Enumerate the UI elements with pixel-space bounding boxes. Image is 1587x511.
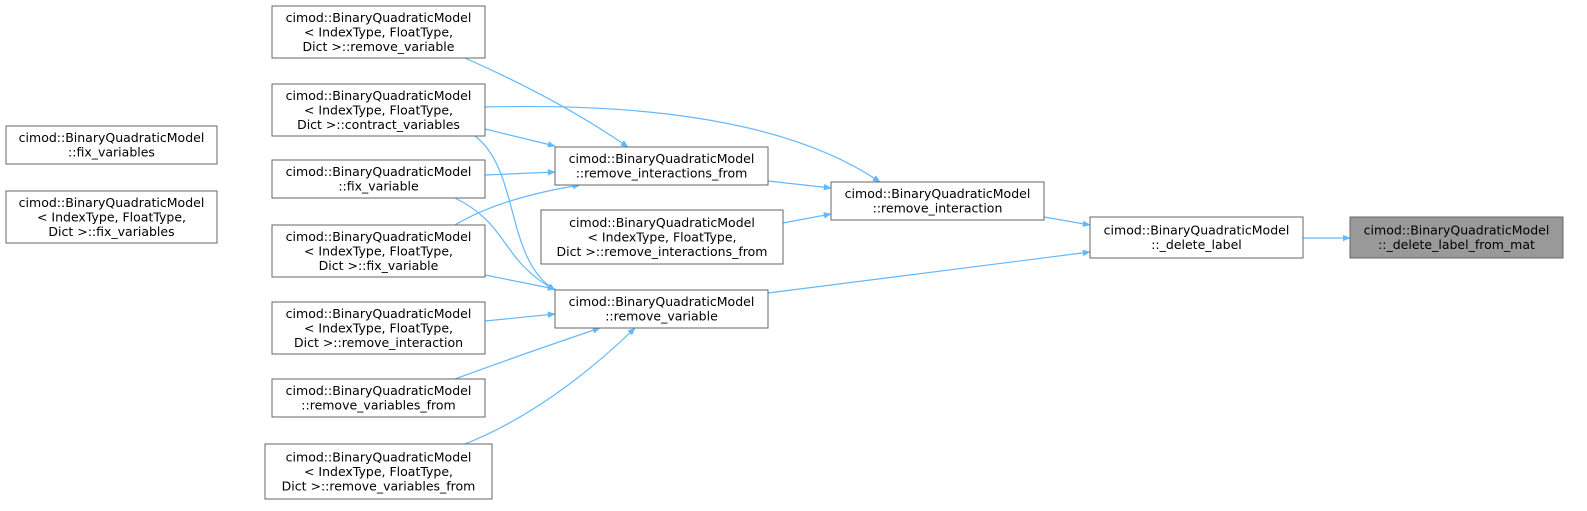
node-label-line: cimod::BinaryQuadraticModel: [19, 195, 205, 210]
node-label-line: cimod::BinaryQuadraticModel: [19, 130, 205, 145]
node-label-line: ::fix_variables: [68, 145, 155, 160]
node-label-line: cimod::BinaryQuadraticModel: [845, 186, 1031, 201]
graph-node[interactable]: cimod::BinaryQuadraticModel::remove_inte…: [830, 181, 1045, 221]
node-label-line: cimod::BinaryQuadraticModel: [286, 306, 472, 321]
graph-node[interactable]: cimod::BinaryQuadraticModel< IndexType, …: [5, 190, 218, 244]
node-box[interactable]: [271, 378, 486, 418]
node-label-line: cimod::BinaryQuadraticModel: [569, 151, 755, 166]
node-box[interactable]: [554, 146, 769, 186]
graph-node[interactable]: cimod::BinaryQuadraticModel::remove_vari…: [554, 289, 769, 329]
node-label-line: Dict >::remove_variables_from: [282, 478, 476, 493]
node-label-line: ::remove_variable: [605, 309, 718, 324]
graph-node[interactable]: cimod::BinaryQuadraticModel< IndexType, …: [271, 301, 486, 355]
graph-node[interactable]: cimod::BinaryQuadraticModel< IndexType, …: [271, 83, 486, 137]
edge-n_rvf-to-n_rv: [454, 327, 601, 380]
node-label-line: cimod::BinaryQuadraticModel: [286, 88, 472, 103]
edge-n_fv-to-n_rif: [484, 169, 556, 176]
node-label-line: < IndexType, FloatType,: [304, 24, 453, 39]
node-label-line: Dict >::contract_variables: [297, 117, 460, 132]
node-label-line: cimod::BinaryQuadraticModel: [286, 229, 472, 244]
node-label-line: ::remove_interaction: [873, 201, 1003, 216]
graph-node[interactable]: cimod::BinaryQuadraticModel::remove_inte…: [554, 146, 769, 186]
node-box[interactable]: [540, 209, 784, 265]
edge-n_ri_tpl-to-n_rv: [484, 311, 556, 322]
node-label-line: cimod::BinaryQuadraticModel: [1364, 223, 1550, 238]
node-box[interactable]: [264, 443, 493, 500]
node-box[interactable]: [1089, 216, 1304, 259]
node-label-line: < IndexType, FloatType,: [304, 464, 453, 479]
node-label-line: ::_delete_label_from_mat: [1378, 237, 1535, 252]
graph-node[interactable]: cimod::BinaryQuadraticModel::fix_variabl…: [271, 159, 486, 199]
edge-n_rif-to-n_ri: [767, 180, 832, 191]
edge-n_rvf_tpl-to-n_rv: [464, 327, 636, 445]
graph-node[interactable]: cimod::BinaryQuadraticModel< IndexType, …: [271, 5, 486, 59]
graph-node[interactable]: cimod::BinaryQuadraticModel< IndexType, …: [271, 224, 486, 278]
node-label-line: < IndexType, FloatType,: [304, 102, 453, 117]
node-label-line: Dict >::remove_interaction: [294, 335, 463, 350]
edges-layer: [454, 57, 1351, 445]
edge-n_cv_tpl-to-n_rif: [484, 128, 556, 148]
node-label-line: cimod::BinaryQuadraticModel: [286, 449, 472, 464]
nodes-layer: cimod::BinaryQuadraticModel< IndexType, …: [5, 5, 1564, 500]
edge-n_rv-to-n_dl: [767, 249, 1091, 294]
node-label-line: < IndexType, FloatType,: [304, 243, 453, 258]
node-label-line: Dict >::remove_interactions_from: [557, 244, 768, 259]
node-label-line: ::fix_variable: [338, 179, 419, 194]
node-label-line: cimod::BinaryQuadraticModel: [569, 294, 755, 309]
node-label-line: ::_delete_label: [1151, 237, 1242, 252]
graph-node[interactable]: cimod::BinaryQuadraticModel< IndexType, …: [540, 209, 784, 265]
edge-n_fv_tpl-to-n_rif: [454, 182, 581, 226]
graph-node-focus: cimod::BinaryQuadraticModel::_delete_lab…: [1349, 216, 1564, 259]
node-box[interactable]: [554, 289, 769, 329]
node-label-line: cimod::BinaryQuadraticModel: [286, 10, 472, 25]
node-box[interactable]: [5, 190, 218, 244]
node-label-line: Dict >::remove_variable: [303, 39, 455, 54]
node-box[interactable]: [271, 83, 486, 137]
node-label-line: < IndexType, FloatType,: [304, 320, 453, 335]
graph-node[interactable]: cimod::BinaryQuadraticModel< IndexType, …: [264, 443, 493, 500]
node-box[interactable]: [271, 301, 486, 355]
node-label-line: Dict >::fix_variable: [319, 258, 439, 273]
graph-node[interactable]: cimod::BinaryQuadraticModel::remove_vari…: [271, 378, 486, 418]
edge-n_fv_tpl-to-n_rv: [484, 274, 556, 291]
graph-node[interactable]: cimod::BinaryQuadraticModel::_delete_lab…: [1089, 216, 1304, 259]
node-label-line: cimod::BinaryQuadraticModel: [286, 164, 472, 179]
node-box[interactable]: [271, 224, 486, 278]
node-label-line: Dict >::fix_variables: [48, 224, 174, 239]
edge-n_cv_tpl-to-n_ri: [484, 105, 881, 183]
edge-n_ri-to-n_dl: [1043, 216, 1091, 227]
edge-n_fv-to-n_rv: [454, 197, 556, 291]
node-label-line: < IndexType, FloatType,: [587, 229, 736, 244]
node-label-line: ::remove_variables_from: [301, 398, 455, 413]
node-label-line: cimod::BinaryQuadraticModel: [569, 215, 755, 230]
node-box: [1349, 216, 1564, 259]
node-box[interactable]: [5, 125, 218, 165]
graph-node[interactable]: cimod::BinaryQuadraticModel::fix_variabl…: [5, 125, 218, 165]
edge-n_cv_tpl-to-n_rv: [474, 135, 556, 291]
node-label-line: cimod::BinaryQuadraticModel: [1104, 223, 1290, 238]
node-box[interactable]: [271, 5, 486, 59]
edge-n_rv_tpl-to-n_rif: [464, 57, 629, 148]
node-box[interactable]: [830, 181, 1045, 221]
node-box[interactable]: [271, 159, 486, 199]
node-label-line: cimod::BinaryQuadraticModel: [286, 383, 472, 398]
edge-n_rif_tpl-to-n_ri: [782, 212, 832, 224]
node-label-line: ::remove_interactions_from: [576, 166, 748, 181]
node-label-line: < IndexType, FloatType,: [37, 209, 186, 224]
